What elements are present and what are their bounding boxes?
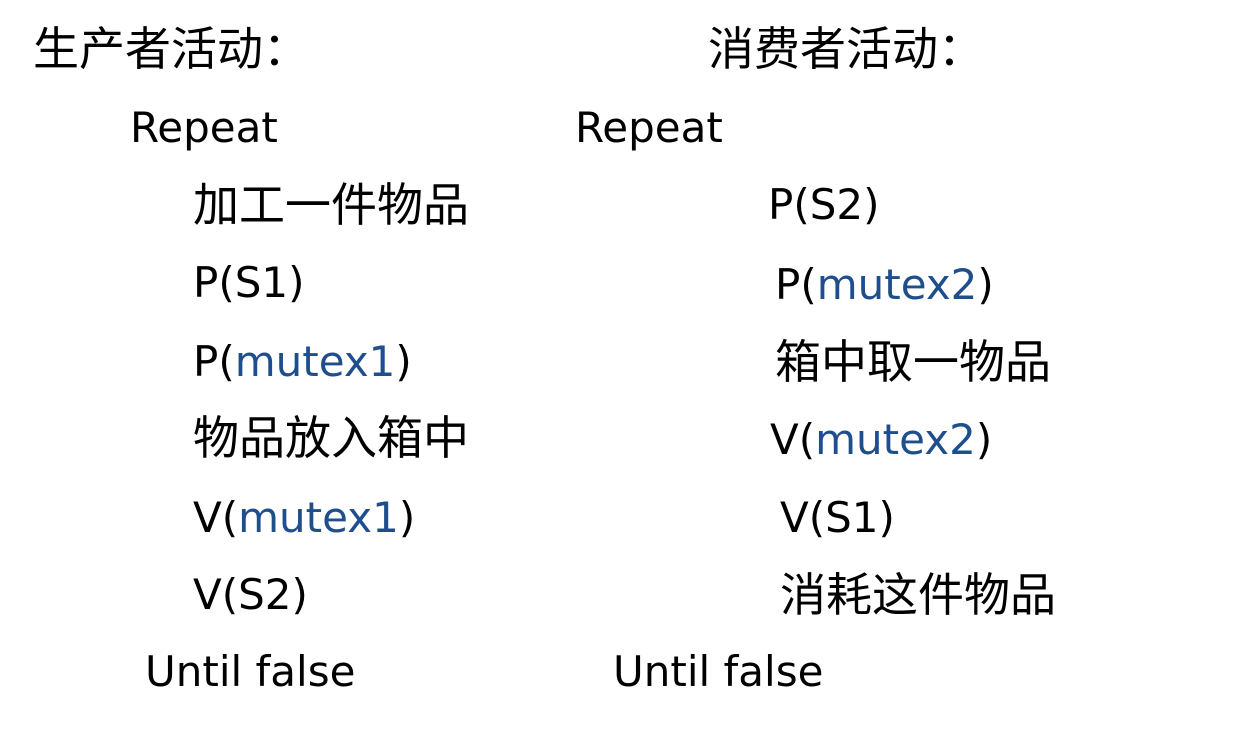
line-text: 箱中取一物品 <box>775 335 1051 389</box>
producer-repeat: Repeat <box>130 103 278 152</box>
line-text: P(S2) <box>768 180 880 229</box>
line-text: ) <box>395 337 412 386</box>
consumer-until: Until false <box>613 647 824 696</box>
line-text: ) <box>398 493 416 542</box>
consumer-line-2: P(mutex2) <box>775 264 994 306</box>
line-text: P( <box>775 260 817 309</box>
producer-line-1: 加工一件物品 <box>193 182 469 228</box>
line-text: V(S1) <box>780 493 895 542</box>
consumer-title: 消费者活动： <box>708 22 984 76</box>
semaphore-variable: mutex1 <box>234 337 396 386</box>
line-text: ) <box>977 260 994 309</box>
producer-line-5: V(mutex1) <box>193 497 415 539</box>
line-text: 消耗这件物品 <box>780 568 1056 622</box>
consumer-line-4: V(mutex2) <box>770 419 992 461</box>
consumer-line-6: 消耗这件物品 <box>780 572 1056 618</box>
semaphore-variable: mutex2 <box>815 415 976 464</box>
consumer-line-1: P(S2) <box>768 184 879 226</box>
semaphore-variable: mutex2 <box>816 260 978 309</box>
producer-line-3: P(mutex1) <box>193 341 412 383</box>
line-text: 物品放入箱中 <box>193 411 469 465</box>
line-text: V( <box>193 493 239 542</box>
line-text: V( <box>770 415 816 464</box>
producer-title: 生产者活动： <box>33 22 309 76</box>
consumer-repeat: Repeat <box>575 103 723 152</box>
semaphore-variable: mutex1 <box>238 493 399 542</box>
producer-line-6: V(S2) <box>193 574 308 616</box>
line-text: V(S2) <box>193 570 308 619</box>
consumer-line-3: 箱中取一物品 <box>775 339 1051 385</box>
line-text: 加工一件物品 <box>193 178 469 232</box>
consumer-line-5: V(S1) <box>780 497 895 539</box>
line-text: ) <box>975 415 993 464</box>
producer-line-2: P(S1) <box>193 262 304 304</box>
line-text: P(S1) <box>193 258 305 307</box>
producer-until: Until false <box>145 647 356 696</box>
producer-line-4: 物品放入箱中 <box>193 415 469 461</box>
line-text: P( <box>193 337 235 386</box>
